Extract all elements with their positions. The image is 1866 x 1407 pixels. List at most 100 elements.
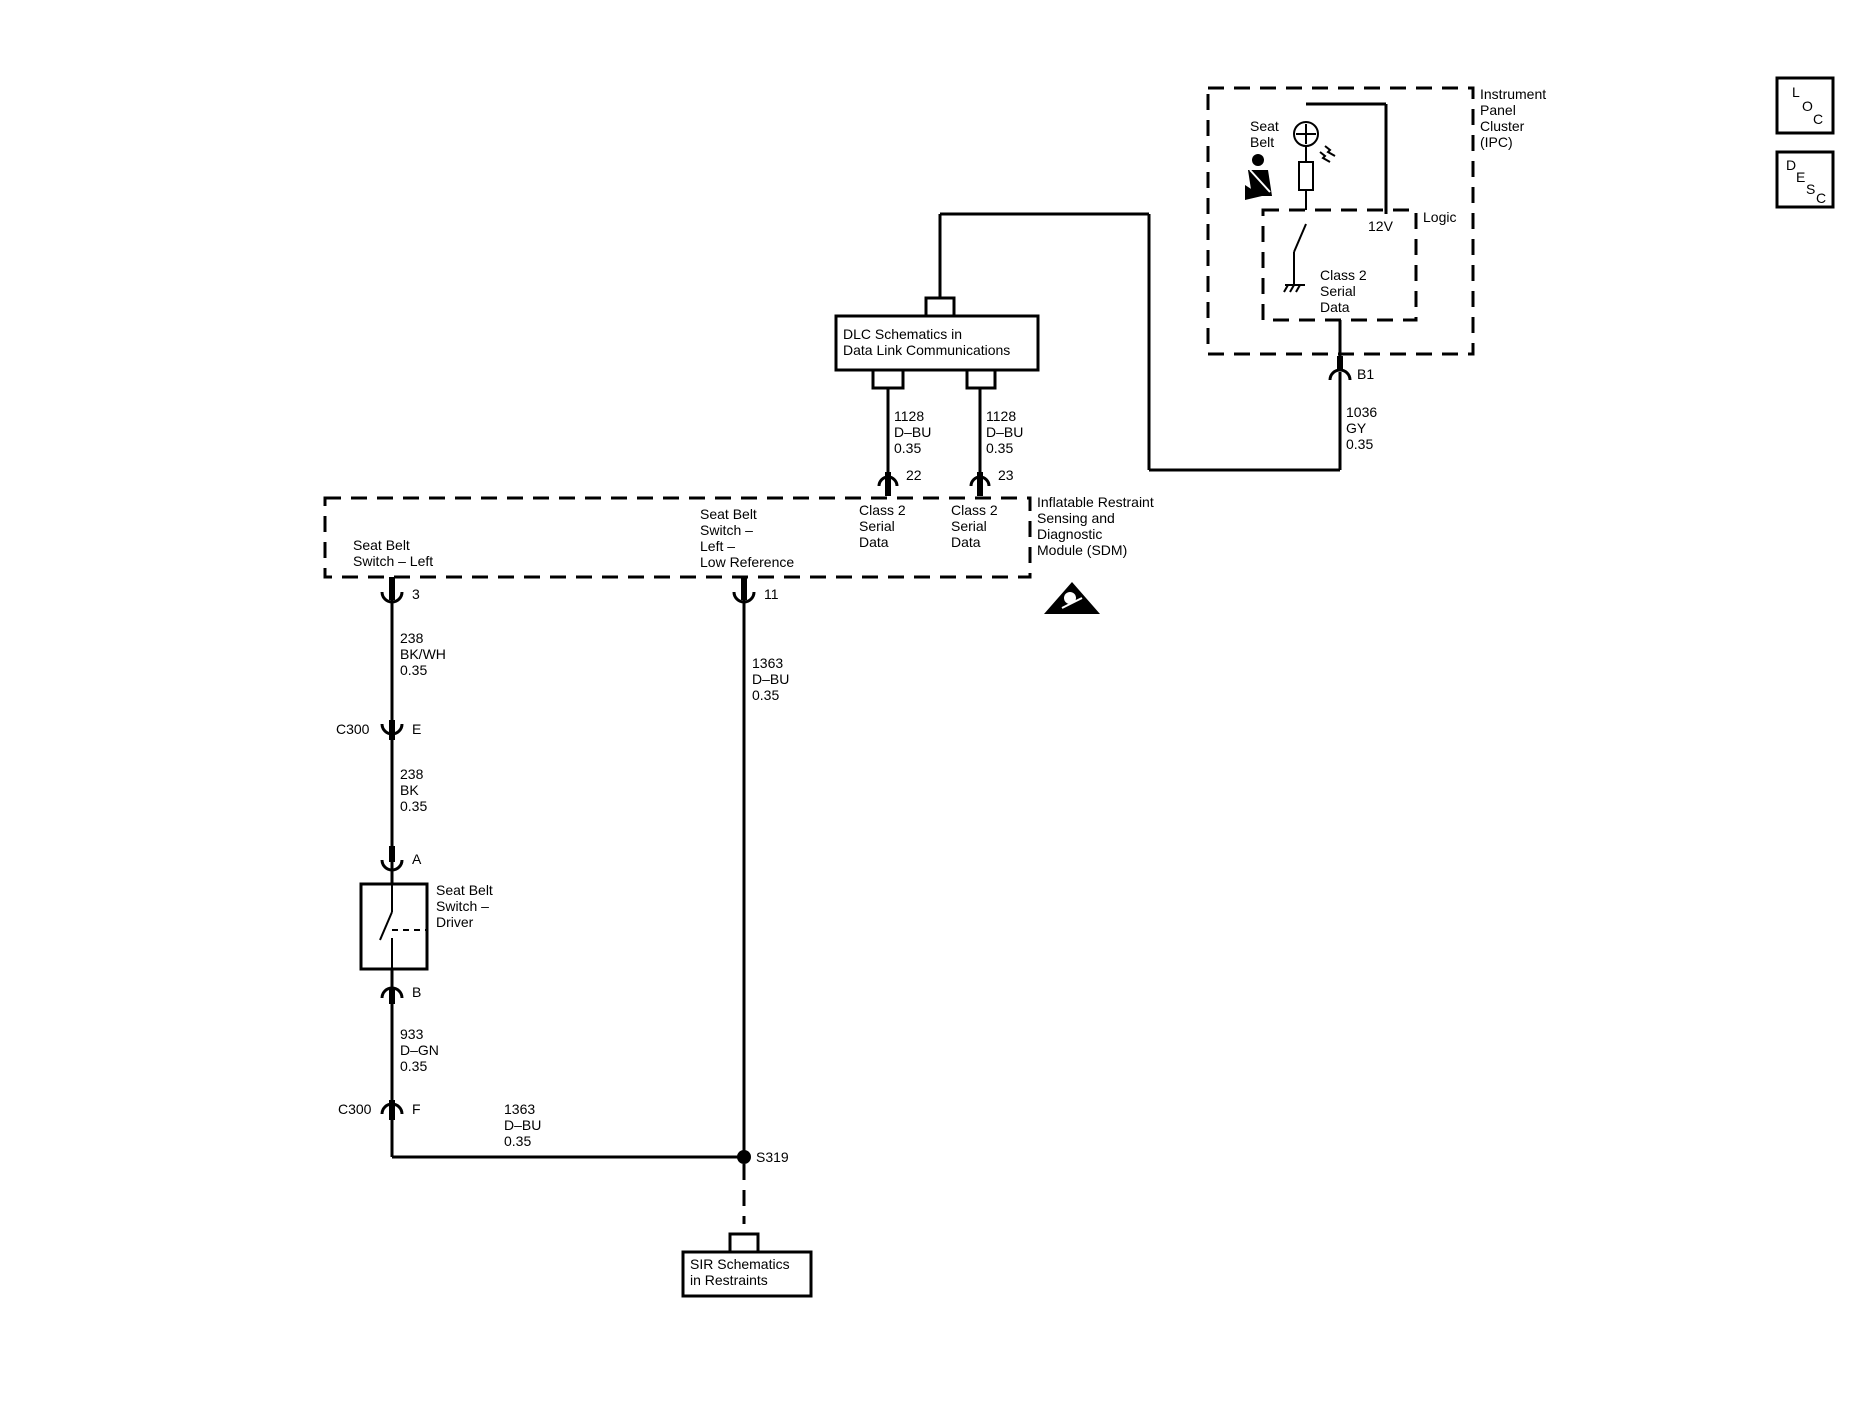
sdm-name-line3: Diagnostic bbox=[1037, 526, 1102, 542]
wire-1036-label: 1036 GY 0.35 bbox=[1346, 404, 1377, 452]
sdm-name-line2: Sensing and bbox=[1037, 510, 1115, 526]
wire-238b-label: 238 BK 0.35 bbox=[400, 766, 427, 814]
wire-1128a-color: D–BU bbox=[894, 424, 931, 440]
wire-1363b-color: D–BU bbox=[504, 1117, 541, 1133]
pin-23-label: 23 bbox=[998, 467, 1014, 483]
desc-letter-c: C bbox=[1816, 190, 1826, 206]
logic-label: Logic bbox=[1423, 209, 1456, 225]
wire-1036-size: 0.35 bbox=[1346, 436, 1373, 452]
wire-238b-circuit: 238 bbox=[400, 766, 424, 782]
pin-22-label: 22 bbox=[906, 467, 922, 483]
wire-933-label: 933 D–GN 0.35 bbox=[400, 1026, 439, 1074]
wire-1363a-size: 0.35 bbox=[752, 687, 779, 703]
sdm-pin-lowref-line2: Switch – bbox=[700, 522, 753, 538]
sdm-name-line1: Inflatable Restraint bbox=[1037, 494, 1154, 510]
wire-1363b-label: 1363 D–BU 0.35 bbox=[504, 1101, 541, 1149]
ipc-name-line3: Cluster bbox=[1480, 118, 1525, 134]
sdm-pin23-line1: Class 2 bbox=[951, 502, 998, 518]
indicator-lamp-icon bbox=[1293, 121, 1336, 163]
loc-letter-o: O bbox=[1802, 98, 1813, 114]
wire-1036-color: GY bbox=[1346, 420, 1367, 436]
sdm-pin22-line2: Serial bbox=[859, 518, 895, 534]
ipc-class2-line1: Class 2 bbox=[1320, 267, 1367, 283]
wire-238b-color: BK bbox=[400, 782, 419, 798]
wire-238a-color: BK/WH bbox=[400, 646, 446, 662]
dlc-label-line2: Data Link Communications bbox=[843, 342, 1010, 358]
switch-name-line2: Switch – bbox=[436, 898, 489, 914]
dlc-label-line1: DLC Schematics in bbox=[843, 326, 962, 342]
desc-letter-d: D bbox=[1786, 157, 1796, 173]
sdm-pin-left-line1: Seat Belt bbox=[353, 537, 410, 553]
v12-label: 12V bbox=[1368, 218, 1394, 234]
airbag-warning-icon bbox=[1044, 582, 1100, 614]
wire-238a-label: 238 BK/WH 0.35 bbox=[400, 630, 446, 678]
c300-pin-e-label: E bbox=[412, 721, 421, 737]
wire-238a-size: 0.35 bbox=[400, 662, 427, 678]
splice-s319-dot bbox=[737, 1150, 751, 1164]
sdm-pin22-line1: Class 2 bbox=[859, 502, 906, 518]
seat-belt-person-icon bbox=[1245, 154, 1272, 200]
sdm-pin-lowref-line4: Low Reference bbox=[700, 554, 794, 570]
connector-b1-label: B1 bbox=[1357, 366, 1374, 382]
wire-1128a-size: 0.35 bbox=[894, 440, 921, 456]
c300-f-name: C300 bbox=[338, 1101, 372, 1117]
ipc-class2-line2: Serial bbox=[1320, 283, 1356, 299]
seat-belt-lamp-label-1: Seat bbox=[1250, 118, 1279, 134]
switch-name-line3: Driver bbox=[436, 914, 474, 930]
switch-name-line1: Seat Belt bbox=[436, 882, 493, 898]
ipc-class2-line3: Data bbox=[1320, 299, 1350, 315]
splice-s319-label: S319 bbox=[756, 1149, 789, 1165]
wire-933-color: D–GN bbox=[400, 1042, 439, 1058]
wire-1128a-label: 1128 D–BU 0.35 bbox=[894, 408, 931, 456]
sdm-name-line4: Module (SDM) bbox=[1037, 542, 1127, 558]
ipc-module: Instrument Panel Cluster (IPC) Seat Belt bbox=[1206, 86, 1546, 382]
wire-1363b-circuit: 1363 bbox=[504, 1101, 535, 1117]
wire-1128b-circuit: 1128 bbox=[986, 408, 1016, 424]
connector-c300-f-icon bbox=[380, 1100, 404, 1120]
desc-button[interactable]: D E S C bbox=[1775, 150, 1835, 209]
dlc-link-box[interactable]: DLC Schematics in Data Link Communicatio… bbox=[834, 296, 1040, 390]
seat-belt-lamp-label-2: Belt bbox=[1250, 134, 1274, 150]
switch-pin-a-label: A bbox=[412, 851, 422, 867]
seat-belt-switch-driver: Seat Belt Switch – Driver bbox=[359, 882, 493, 971]
c300-e-name: C300 bbox=[336, 721, 370, 737]
wire-238a-circuit: 238 bbox=[400, 630, 424, 646]
wire-1128b-color: D–BU bbox=[986, 424, 1023, 440]
switch-contact-icon bbox=[1293, 223, 1307, 253]
ipc-name-line4: (IPC) bbox=[1480, 134, 1513, 150]
connector-22-icon bbox=[877, 472, 899, 496]
c300-pin-f-label: F bbox=[412, 1101, 421, 1117]
wire-1363a-circuit: 1363 bbox=[752, 655, 783, 671]
connector-c300-e-icon bbox=[380, 720, 404, 740]
wire-1036-circuit: 1036 bbox=[1346, 404, 1377, 420]
sdm-pin-left-line2: Switch – Left bbox=[353, 553, 433, 569]
wire-1363b-size: 0.35 bbox=[504, 1133, 531, 1149]
connector-b1-icon bbox=[1328, 356, 1352, 381]
wire-1363a-color: D–BU bbox=[752, 671, 789, 687]
ipc-name-line2: Panel bbox=[1480, 102, 1516, 118]
sir-label-line1: SIR Schematics bbox=[690, 1256, 790, 1272]
connector-3-icon bbox=[380, 577, 404, 604]
switch-pin-b-label: B bbox=[412, 984, 421, 1000]
switch-blade-icon bbox=[379, 911, 393, 941]
sdm-pin23-line2: Serial bbox=[951, 518, 987, 534]
sir-link-box[interactable]: SIR Schematics in Restraints bbox=[681, 1232, 813, 1298]
loc-letter-l: L bbox=[1792, 84, 1800, 100]
wire-238b-size: 0.35 bbox=[400, 798, 427, 814]
wire-1128b-label: 1128 D–BU 0.35 bbox=[986, 408, 1023, 456]
desc-letter-e: E bbox=[1796, 169, 1805, 185]
ground-icon bbox=[1283, 284, 1305, 293]
sdm-pin22-line3: Data bbox=[859, 534, 889, 550]
loc-letter-c: C bbox=[1813, 111, 1823, 127]
loc-button[interactable]: L O C bbox=[1775, 76, 1835, 135]
connector-23-icon bbox=[969, 472, 991, 496]
sdm-pin23-line3: Data bbox=[951, 534, 981, 550]
sdm-pin-lowref-line3: Left – bbox=[700, 538, 735, 554]
wire-933-circuit: 933 bbox=[400, 1026, 424, 1042]
sir-label-line2: in Restraints bbox=[690, 1272, 768, 1288]
wire-1128b-size: 0.35 bbox=[986, 440, 1013, 456]
resistor-icon bbox=[1298, 161, 1314, 191]
desc-letter-s: S bbox=[1806, 181, 1815, 197]
sdm-module: Inflatable Restraint Sensing and Diagnos… bbox=[323, 494, 1154, 614]
